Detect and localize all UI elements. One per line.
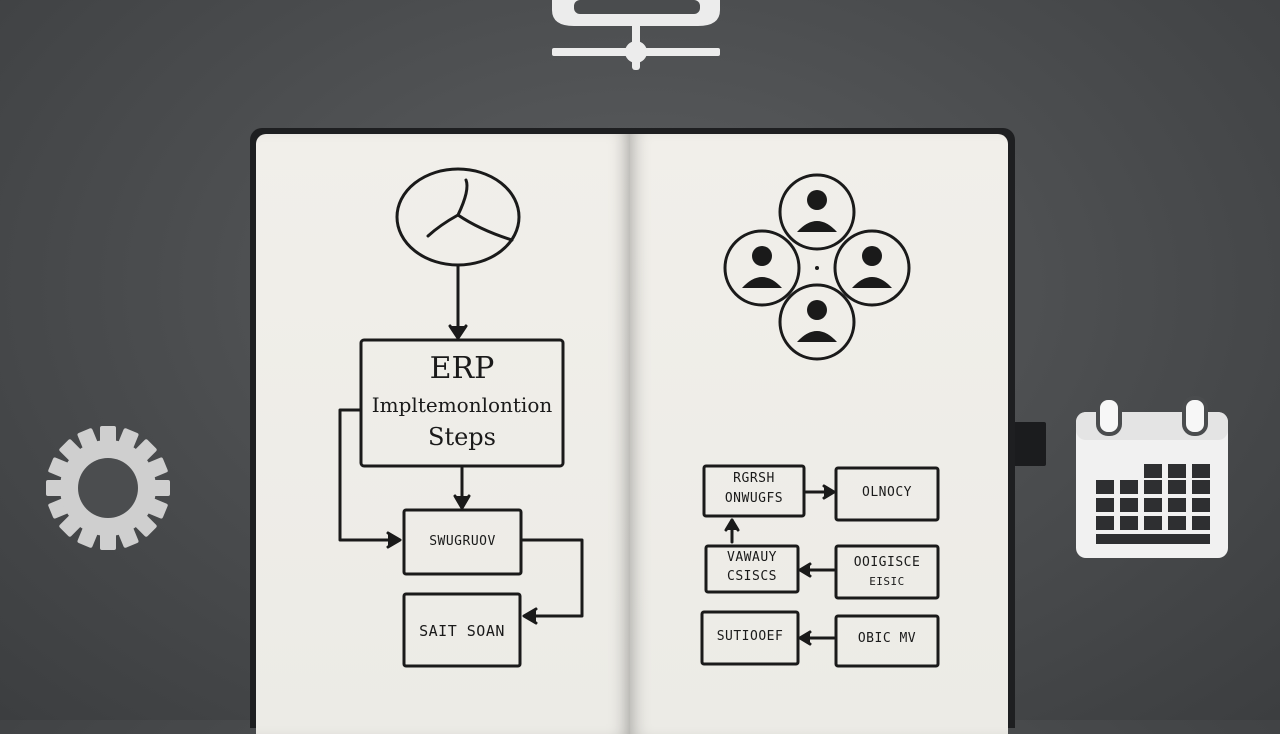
gear-icon [46,426,170,550]
server-icon [552,0,720,70]
box-bottom [402,592,522,668]
box-b-label: OLNOCY [862,485,912,500]
left-page [256,134,630,734]
box-e-label: SUTIOOEF [716,629,784,644]
box-d-line1: OOIGISCE [853,555,921,570]
box-a-line2: ONWUGFS [724,491,784,506]
calendar-icon [1076,396,1228,558]
box-middle [402,508,523,576]
bookmark-ribbon [1010,422,1046,466]
box-a-line1: RGRSH [733,471,775,486]
box-c-line2: CSISCS [727,569,777,584]
flowchart-title-line3: Steps [428,423,496,451]
box-bottom-label: SAIT SOAN [419,622,505,640]
propeller-icon [395,167,521,267]
flowchart-title-line1: ERP [429,351,495,386]
box-middle-label: SWUGRUOV [429,534,496,549]
box-d-line2: EISIC [869,575,905,588]
box-f-label: OBIC MV [857,631,917,646]
box-c-line1: VAWAUY [727,550,777,565]
right-page [630,134,1008,734]
erp-steps-box [359,338,565,468]
flowchart-title-line2: Impltemonlontion [371,393,553,417]
team-icon [723,173,911,361]
notebook [250,128,1015,734]
